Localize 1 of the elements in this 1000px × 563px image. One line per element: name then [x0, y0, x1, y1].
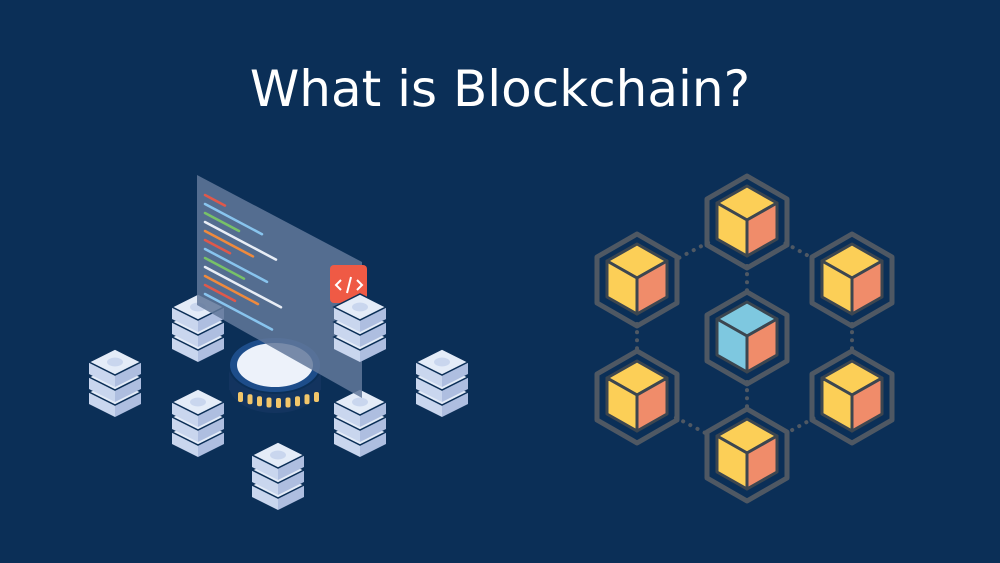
title-heading: What is Blockchain?: [250, 60, 750, 118]
